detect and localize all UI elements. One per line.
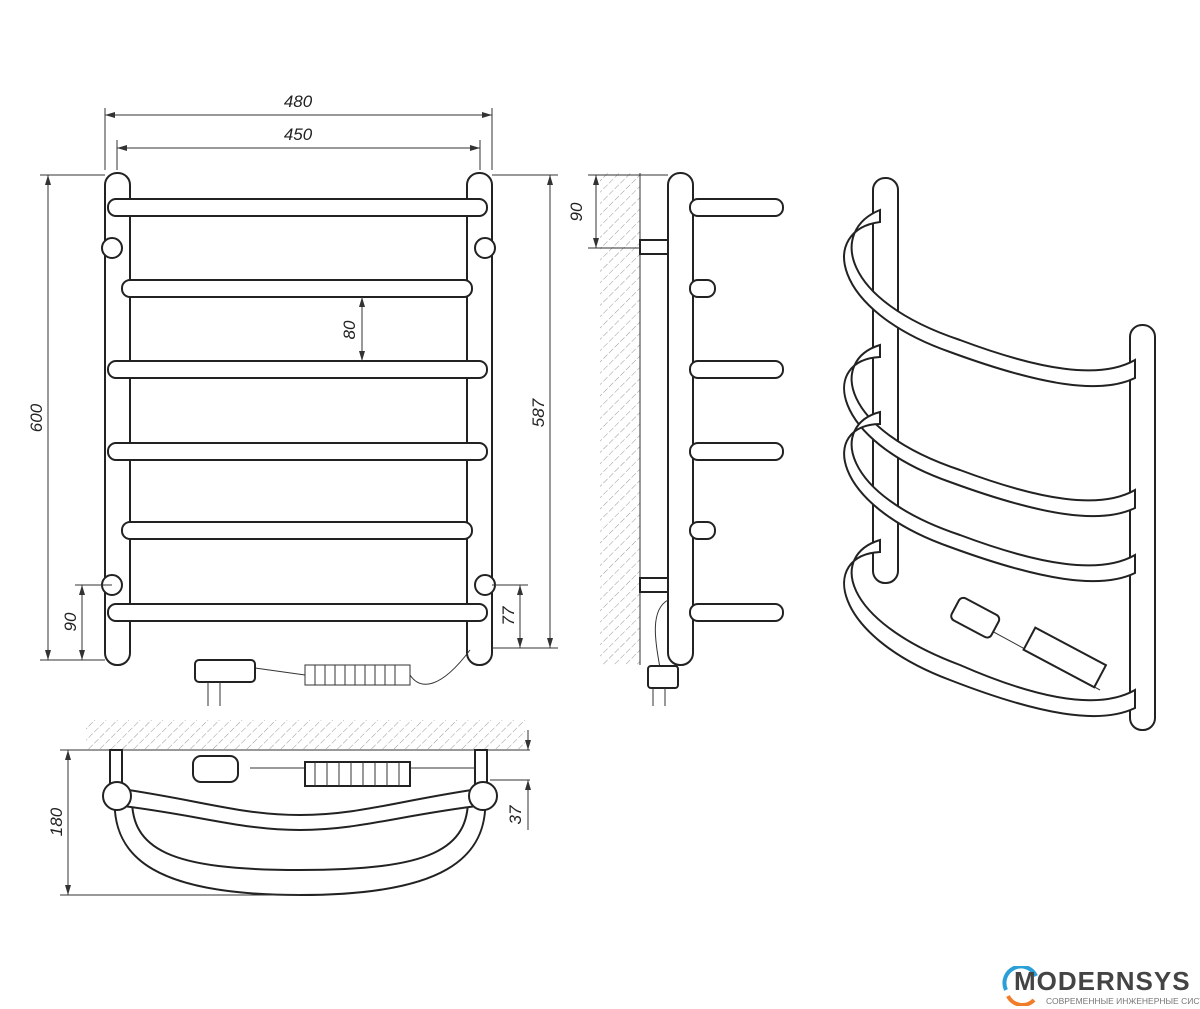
- dim-top-mount: 90: [567, 202, 586, 221]
- modernsys-logo: MODERNSYS СОВРЕМЕННЫЕ ИНЖЕНЕРНЫЕ СИСТЕМЫ: [1000, 966, 1200, 1006]
- side-view: 90: [567, 172, 784, 706]
- logo-tagline: СОВРЕМЕННЫЕ ИНЖЕНЕРНЫЕ СИСТЕМЫ: [1046, 996, 1200, 1006]
- perspective-view: [843, 177, 1156, 731]
- plug-icon: [647, 665, 679, 689]
- dim-height-posts: 587: [529, 398, 548, 427]
- dim-wall-offset: 37: [506, 805, 525, 824]
- top-view: 180 37: [47, 720, 531, 897]
- power-cord-icon: [194, 649, 471, 706]
- dim-width-inner: 450: [284, 125, 313, 144]
- dim-depth: 180: [47, 807, 66, 836]
- dim-bottom-right: 77: [499, 606, 518, 625]
- dim-rail-gap: 80: [340, 320, 359, 339]
- front-view: 480 450 600 587 80 90 77: [27, 92, 558, 706]
- logo-arc-icon: [1002, 966, 1038, 1006]
- logo-name: MODERNSYS: [1014, 966, 1191, 996]
- dim-height-total: 600: [27, 403, 46, 432]
- dim-width-outer: 480: [284, 92, 313, 111]
- dim-bottom-mount: 90: [61, 612, 80, 631]
